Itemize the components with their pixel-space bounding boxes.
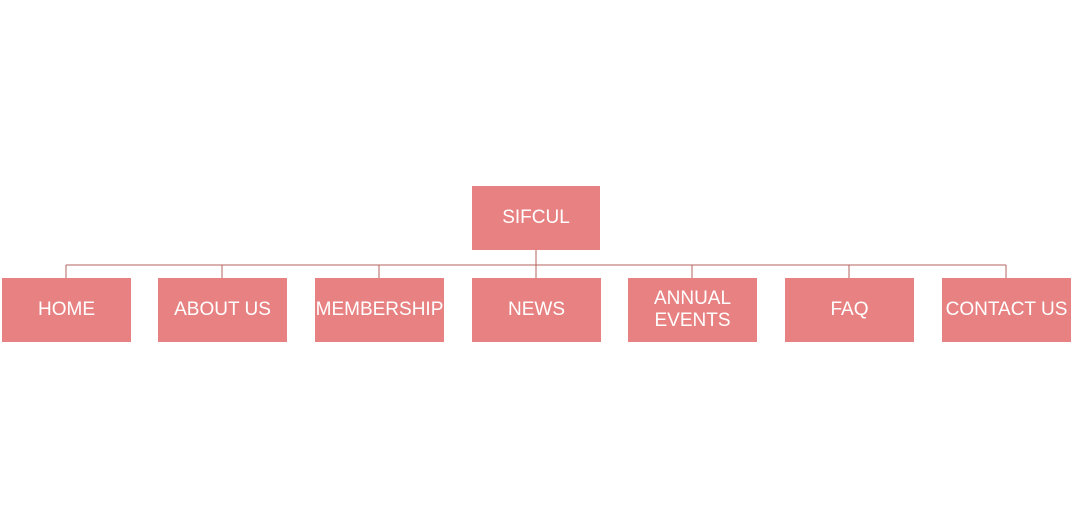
child-node-faq[interactable]: FAQ — [785, 278, 914, 342]
child-node-label: FAQ — [830, 299, 869, 320]
child-node-label: MEMBERSHIP — [315, 299, 444, 320]
child-node-label: ABOUT US — [174, 299, 271, 320]
root-node-label: SIFCUL — [502, 207, 570, 228]
child-node-contact-us[interactable]: CONTACT US — [942, 278, 1071, 342]
child-node-home[interactable]: HOME — [2, 278, 131, 342]
child-node-label: NEWS — [508, 299, 565, 320]
child-node-label: HOME — [38, 299, 95, 320]
child-node-membership[interactable]: MEMBERSHIP — [315, 278, 444, 342]
child-node-annual-events[interactable]: ANNUAL EVENTS — [628, 278, 757, 342]
child-node-label: ANNUAL EVENTS — [653, 288, 732, 331]
child-node-news[interactable]: NEWS — [472, 278, 601, 342]
child-node-label: CONTACT US — [945, 299, 1068, 320]
child-node-about-us[interactable]: ABOUT US — [158, 278, 287, 342]
root-node-sifcul[interactable]: SIFCUL — [472, 186, 600, 250]
